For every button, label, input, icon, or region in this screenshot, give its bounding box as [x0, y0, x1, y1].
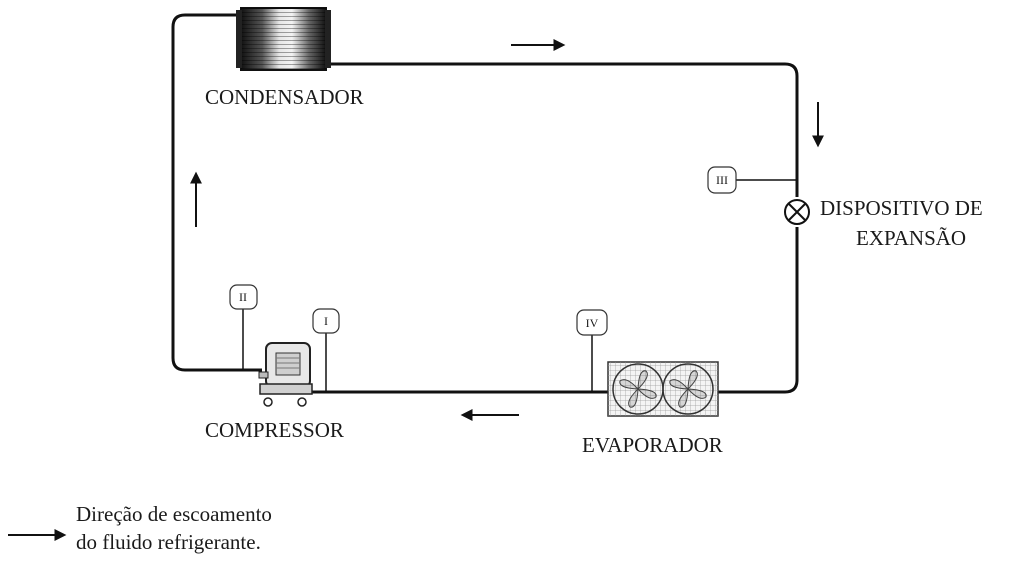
compressor — [258, 342, 313, 407]
point-label-I: I — [324, 314, 328, 328]
condenser-label: CONDENSADOR — [205, 85, 364, 109]
refrigerant-loop-line — [326, 62, 799, 197]
compressor-label: COMPRESSOR — [205, 418, 344, 442]
legend-line-1: Direção de escoamento — [76, 502, 272, 526]
point-tag-III: III — [707, 166, 797, 194]
expansion-device-label-line1: DISPOSITIVO DE — [820, 196, 983, 220]
legend-line-2: do fluido refrigerante. — [76, 530, 261, 554]
valve-icon — [784, 199, 810, 225]
evaporator-label: EVAPORADOR — [582, 433, 723, 457]
point-label-III: III — [716, 173, 728, 187]
point-tag-II: II — [229, 284, 258, 370]
legend: Direção de escoamento do fluido refriger… — [8, 502, 272, 554]
condenser — [236, 7, 331, 71]
refrigerant-loop-line — [171, 13, 262, 372]
refrigerant-loop-line — [718, 227, 799, 394]
point-tag-I: I — [312, 308, 340, 392]
point-label-II: II — [239, 290, 247, 304]
evaporator — [607, 361, 719, 417]
point-tag-IV: IV — [576, 309, 608, 392]
expansion-device-label-line2: EXPANSÃO — [856, 226, 966, 250]
point-label-IV: IV — [586, 316, 599, 330]
